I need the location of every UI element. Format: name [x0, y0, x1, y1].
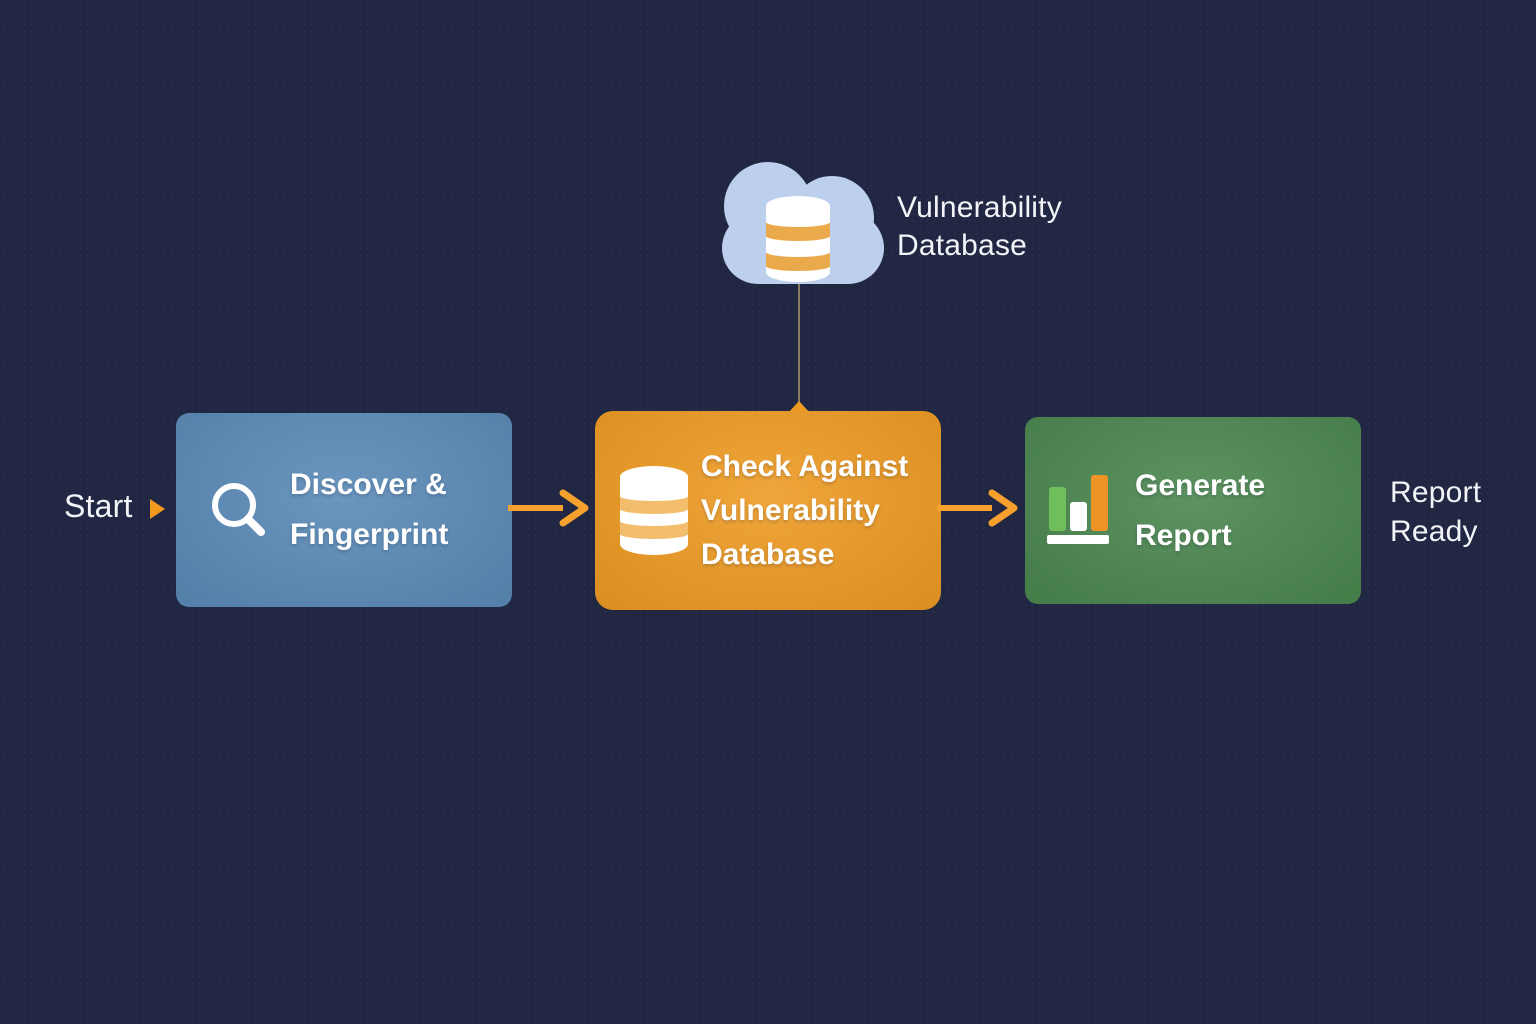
step-generate-report: Generate Report	[1025, 417, 1361, 604]
step-check-vulnerability-database: Check Against Vulnerability Database	[595, 411, 941, 610]
report-ready-label: Report Ready	[1390, 473, 1481, 551]
start-label: Start	[64, 488, 133, 524]
bar-chart-green-bar	[1049, 487, 1066, 531]
report-ready-line2: Ready	[1390, 515, 1478, 548]
report-ready-line1: Report	[1390, 476, 1482, 509]
connector-notch-icon	[788, 401, 810, 413]
start-arrow-icon	[150, 499, 165, 519]
magnifier-icon	[212, 483, 265, 536]
step-label-line: Check Against	[701, 449, 909, 483]
step-label: Discover & Fingerprint	[290, 460, 448, 560]
step-label-line: Discover &	[290, 468, 447, 501]
cloud-connector-line	[798, 284, 800, 402]
cloud-label-line2: Database	[897, 229, 1028, 262]
bar-chart-icon	[1047, 475, 1111, 544]
step-label: Check Against Vulnerability Database	[701, 445, 908, 577]
flow-arrow-icon	[508, 489, 589, 527]
step-label-line: Database	[701, 537, 835, 571]
step-discover-fingerprint: Discover & Fingerprint	[176, 413, 512, 607]
step-label: Generate Report	[1135, 461, 1265, 561]
step-label-line: Vulnerability	[701, 493, 880, 527]
step-label-line: Generate	[1135, 468, 1266, 502]
cloud-label: Vulnerability Database	[897, 189, 1062, 265]
cloud-db-cylinder	[766, 196, 830, 282]
cloud-database-icon	[722, 162, 884, 284]
bar-chart-orange-bar	[1091, 475, 1108, 531]
cloud-label-line1: Vulnerability	[897, 191, 1062, 224]
step-label-line: Report	[1135, 518, 1232, 552]
database-icon	[620, 465, 688, 555]
bar-chart-baseline	[1047, 535, 1109, 544]
bar-chart-white-bar	[1070, 502, 1087, 531]
flow-arrow-icon	[937, 489, 1018, 527]
step-label-line: Fingerprint	[290, 518, 449, 551]
